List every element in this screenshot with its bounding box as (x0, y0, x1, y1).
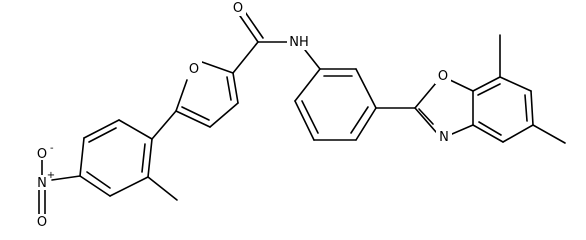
carbonyl-bond (237, 12, 259, 43)
benzo-bond (499, 76, 532, 92)
bond-carbonyl-furan (232, 41, 259, 74)
aryl-bond-double (86, 171, 111, 189)
carbonyl-oxygen-label: O (233, 1, 243, 16)
furan-bond-double (181, 106, 210, 121)
bond-aryl-nitro (51, 175, 81, 181)
aryl-bond-double (141, 143, 146, 173)
nitro-oxygen-top-charge: - (50, 143, 54, 154)
bond-nh-phenylene (304, 49, 321, 70)
oxazole-nitrogen-label: N (439, 130, 449, 145)
benzo-bond (530, 90, 534, 126)
benzo-bond (502, 124, 534, 143)
bond-furan-aryl (151, 110, 177, 140)
atom-labels: O NH O O N N + O - O (34, 0, 452, 230)
structure-canvas: O NH O O N N + O - O (34, 0, 566, 230)
furan-oxygen-label: O (189, 62, 199, 77)
methyl-bond (532, 124, 566, 144)
benzo-bond-double (524, 94, 528, 122)
phenylene-bond (355, 107, 377, 141)
oxazole-bond (414, 107, 437, 133)
oxazole-bond (414, 82, 437, 109)
aryl-bond (118, 119, 153, 140)
aryl-bond (109, 176, 149, 197)
furan-bond (175, 110, 211, 128)
nitro-oxygen-top-label: O (37, 147, 47, 162)
benzo-bond-double (477, 83, 501, 96)
nitro-nitrogen-charge: + (47, 170, 55, 181)
phenylene-bond (294, 68, 321, 102)
benzo-bond (472, 76, 501, 92)
aryl-bond (147, 138, 153, 178)
furan-bond (209, 102, 239, 128)
furan-bond (201, 61, 234, 74)
aryl-bond (79, 175, 111, 197)
oxazole-bond (449, 79, 474, 92)
furan-bond (232, 72, 239, 104)
oxazole-bond (451, 124, 474, 135)
molecule-diagram: O NH O O N N + O - O (34, 0, 566, 230)
aryl-bond-double (88, 127, 117, 143)
phenylene-bond-double (350, 106, 369, 134)
oxazole-oxygen-label: O (438, 69, 448, 84)
furan-bond (175, 79, 188, 112)
methyl-bond (147, 176, 178, 201)
carbonyl-bond-double (242, 8, 264, 39)
benzo-bond (472, 124, 504, 143)
oxazole-bond-double (418, 108, 434, 125)
nitro-oxygen-bottom-label: O (37, 215, 47, 230)
phenylene-bond-double (301, 100, 319, 134)
benzo-bond-double (478, 121, 502, 136)
nitro-nitrogen-label: N (37, 176, 47, 191)
furan-bond-double (226, 76, 232, 101)
phenylene-bond (355, 68, 377, 109)
amide-nh-label: NH (289, 35, 309, 50)
phenylene-bond (294, 100, 315, 141)
aryl-bond (79, 137, 85, 177)
aryl-bond (83, 119, 120, 139)
bond-lines (38, 8, 566, 215)
